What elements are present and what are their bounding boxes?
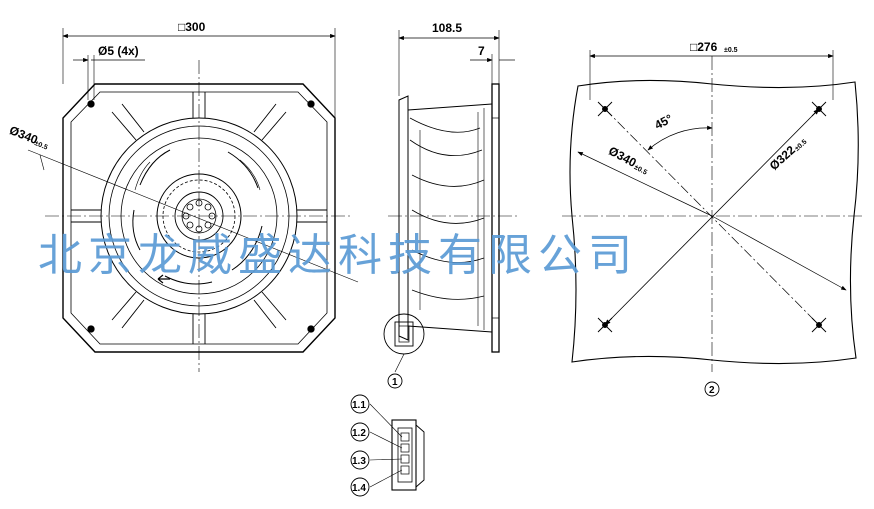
cutout-break-outline: [569, 79, 859, 365]
pin-label-1-1: 1.1: [352, 400, 366, 411]
cutout-callout: 2: [709, 385, 715, 396]
watermark-text: 北京龙威盛达科技有限公司: [38, 230, 638, 281]
side-flange: [491, 83, 500, 353]
connector-detail-circle: [383, 313, 425, 355]
cutout-width-tol: ±0.5: [724, 47, 738, 54]
front-width-label: □300: [178, 20, 206, 34]
front-view: [27, 28, 359, 372]
pin-label-1-2: 1.2: [352, 428, 366, 439]
side-depth-label: 108.5: [432, 21, 462, 35]
pin-label-1-3: 1.3: [352, 456, 366, 467]
hole-size-label: Ø5 (4x): [98, 44, 139, 58]
side-view: [350, 30, 520, 497]
connector-callout: 1: [392, 377, 398, 388]
front-diameter-tol: ±0.5: [33, 140, 48, 152]
mounting-holes: [87, 100, 315, 333]
impeller-blades: [132, 149, 263, 285]
cutout-angle-label: 45°: [652, 111, 675, 132]
rotation-arrow-icon: [157, 274, 170, 284]
fan-housing-outline: [62, 83, 336, 353]
pin-label-1-4: 1.4: [352, 483, 366, 494]
guard-struts: [71, 92, 327, 344]
side-flange-label: 7: [478, 44, 485, 58]
connector-enlarged: [391, 419, 417, 491]
cutout-view: [562, 50, 862, 397]
cutout-diagonal-tol: ±0.5: [794, 139, 809, 153]
angle-arc: [647, 125, 713, 151]
cutout-diameter-tol: ±0.5: [633, 164, 648, 177]
hub-bolt-holes: [182, 199, 216, 233]
cutout-width-label: □276: [690, 40, 718, 54]
